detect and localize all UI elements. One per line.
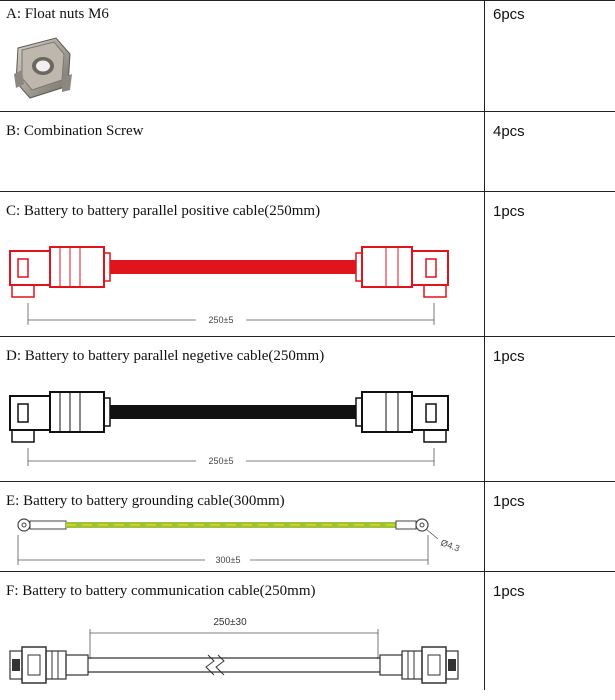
row-divider: [0, 481, 615, 482]
row-divider: [0, 111, 615, 112]
float-nut-image: [14, 37, 72, 99]
item-qty: 4pcs: [493, 123, 525, 140]
dimension-label: 250±30: [213, 617, 247, 628]
item-qty: 1pcs: [493, 348, 525, 365]
table-row: B: Combination Screw 4pcs: [0, 111, 615, 191]
negative-cable-diagram: 250±5: [9, 391, 449, 466]
communication-cable-diagram: 250±30: [9, 617, 459, 684]
row-divider: [0, 336, 615, 337]
table-row: F: Battery to battery communication cabl…: [0, 571, 615, 700]
dimension-label: 250±5: [209, 315, 234, 325]
item-label: A: Float nuts M6: [6, 6, 109, 22]
item-label: D: Battery to battery parallel negetive …: [6, 348, 325, 364]
item-label: F: Battery to battery communication cabl…: [6, 583, 316, 599]
table-row: D: Battery to battery parallel negetive …: [0, 336, 615, 481]
positive-cable-diagram: 250±5: [9, 246, 449, 325]
row-divider: [0, 571, 615, 572]
item-label: C: Battery to battery parallel positive …: [6, 203, 321, 219]
item-qty: 1pcs: [493, 583, 525, 600]
item-qty: 1pcs: [493, 493, 525, 510]
item-qty: 1pcs: [493, 203, 525, 220]
item-label: E: Battery to battery grounding cable(30…: [6, 493, 285, 509]
row-divider: [0, 0, 615, 1]
row-divider: [0, 191, 615, 192]
grounding-cable-diagram: Ø4.3 300±5: [17, 518, 461, 565]
table-row: C: Battery to battery parallel positive …: [0, 191, 615, 336]
table-row: E: Battery to battery grounding cable(30…: [0, 481, 615, 571]
column-divider: [484, 0, 485, 690]
dimension-label: 300±5: [216, 555, 241, 565]
item-qty: 6pcs: [493, 6, 525, 23]
table-row: A: Float nuts M6 6pcs: [0, 0, 615, 111]
dimension-label: 250±5: [209, 456, 234, 466]
diameter-label: Ø4.3: [439, 537, 461, 553]
item-label: B: Combination Screw: [6, 123, 144, 139]
